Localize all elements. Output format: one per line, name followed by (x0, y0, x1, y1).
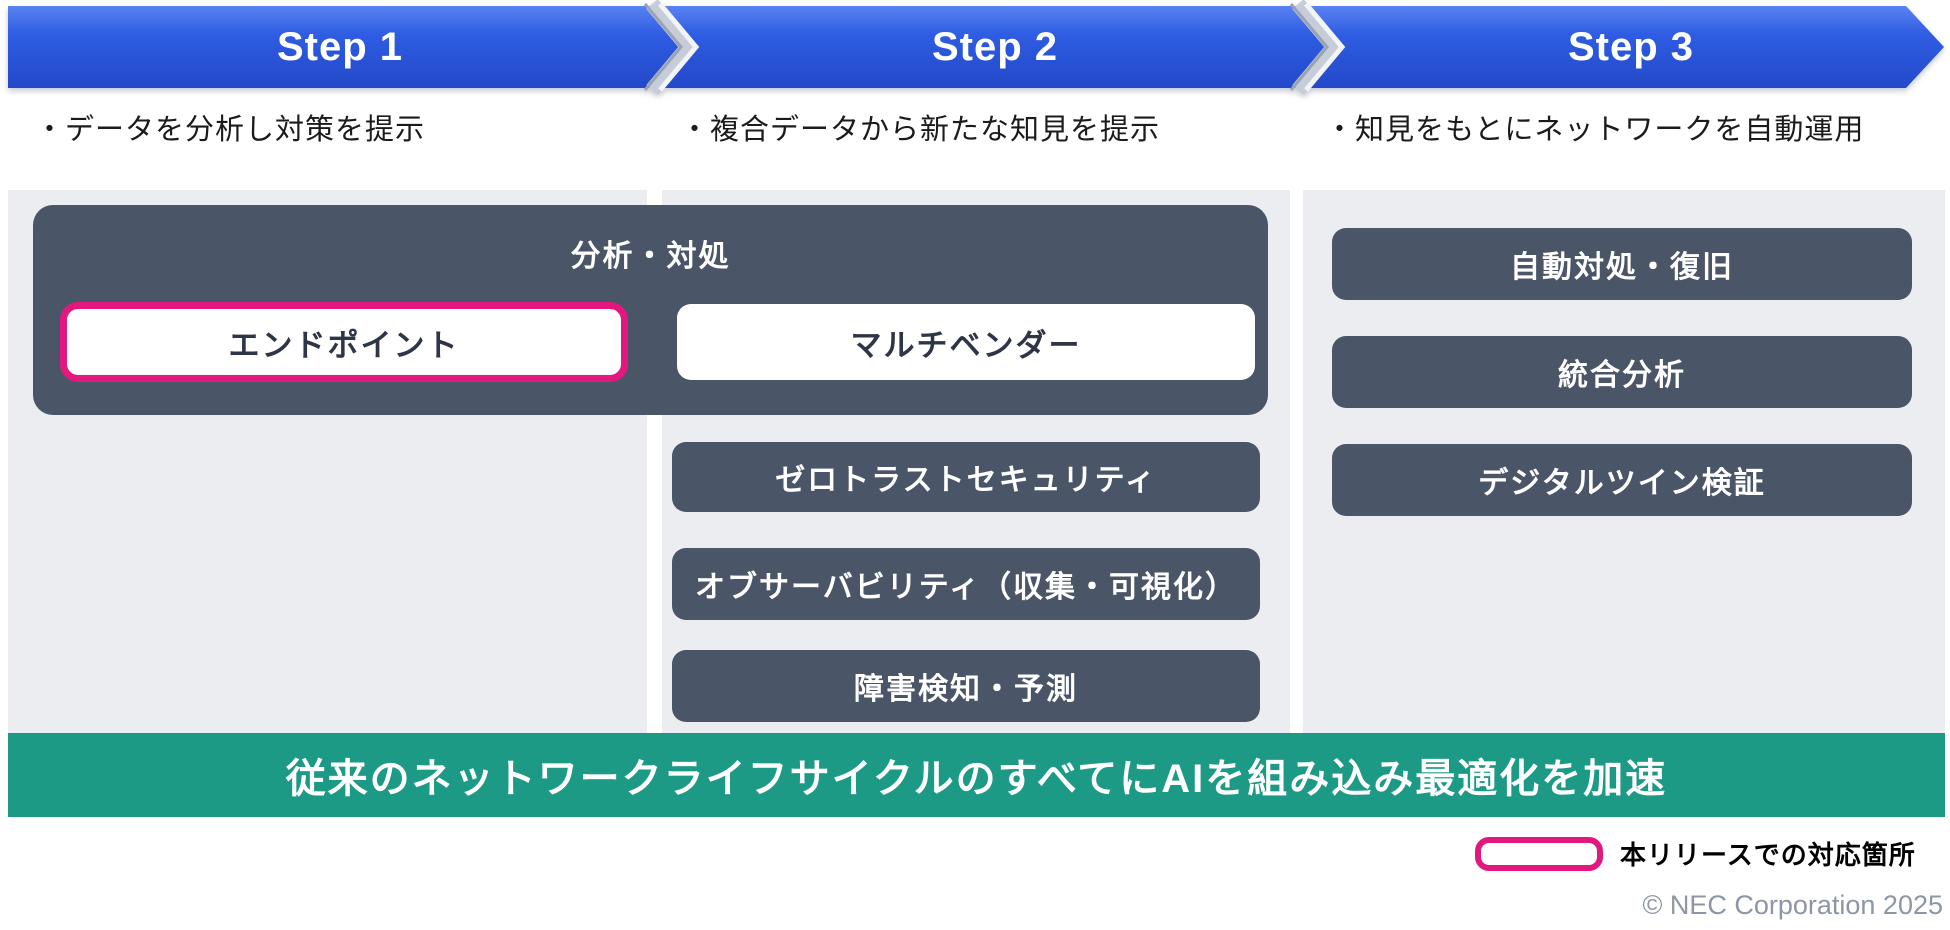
digital-twin-label: デジタルツイン検証 (1478, 467, 1766, 500)
legend-label: 本リリースでの対応箇所 (1620, 840, 1916, 870)
observability-label: オブサーバビリティ（収集・可視化） (695, 571, 1237, 604)
digital-twin-box: デジタルツイン検証 (1332, 444, 1912, 516)
observability-box: オブサーバビリティ（収集・可視化） (672, 548, 1260, 620)
auto-recovery-box: 自動対処・復旧 (1332, 228, 1912, 300)
chevron-separator-icon (643, 0, 700, 95)
failure-detection-box: 障害検知・予測 (672, 650, 1260, 722)
step-1-label: Step 1 (276, 25, 404, 69)
chevron-separator-icon (1289, 0, 1346, 95)
legend-highlight-swatch (1475, 837, 1603, 871)
step-arrow-banner (8, 0, 1944, 95)
bottom-banner-text: 従来のネットワークライフサイクルのすべてにAIを組み込み最適化を加速 (285, 757, 1668, 801)
step-1-bullet: ・データを分析し対策を提示 (35, 114, 426, 146)
endpoint-label: エンドポイント (228, 327, 460, 363)
step-3-bullet: ・知見をもとにネットワークを自動運用 (1325, 114, 1865, 146)
integrated-analysis-label: 統合分析 (1558, 359, 1686, 392)
bottom-banner: 従来のネットワークライフサイクルのすべてにAIを組み込み最適化を加速 (8, 733, 1945, 817)
arrow-shape (8, 6, 1944, 88)
endpoint-box: エンドポイント (60, 302, 628, 382)
step-3-label: Step 3 (1567, 25, 1695, 69)
copyright-text: © NEC Corporation 2025 (1642, 890, 1943, 920)
zero-trust-box: ゼロトラストセキュリティ (672, 442, 1260, 512)
multivendor-box: マルチベンダー (677, 304, 1255, 380)
integrated-analysis-box: 統合分析 (1332, 336, 1912, 408)
auto-recovery-label: 自動対処・復旧 (1510, 251, 1734, 284)
zero-trust-label: ゼロトラストセキュリティ (775, 464, 1157, 497)
step-2-label: Step 2 (931, 25, 1059, 69)
analysis-group-title: 分析・対処 (570, 240, 731, 273)
failure-detection-label: 障害検知・予測 (854, 673, 1078, 706)
multivendor-label: マルチベンダー (850, 327, 1082, 363)
step-2-bullet: ・複合データから新たな知見を提示 (680, 114, 1161, 146)
